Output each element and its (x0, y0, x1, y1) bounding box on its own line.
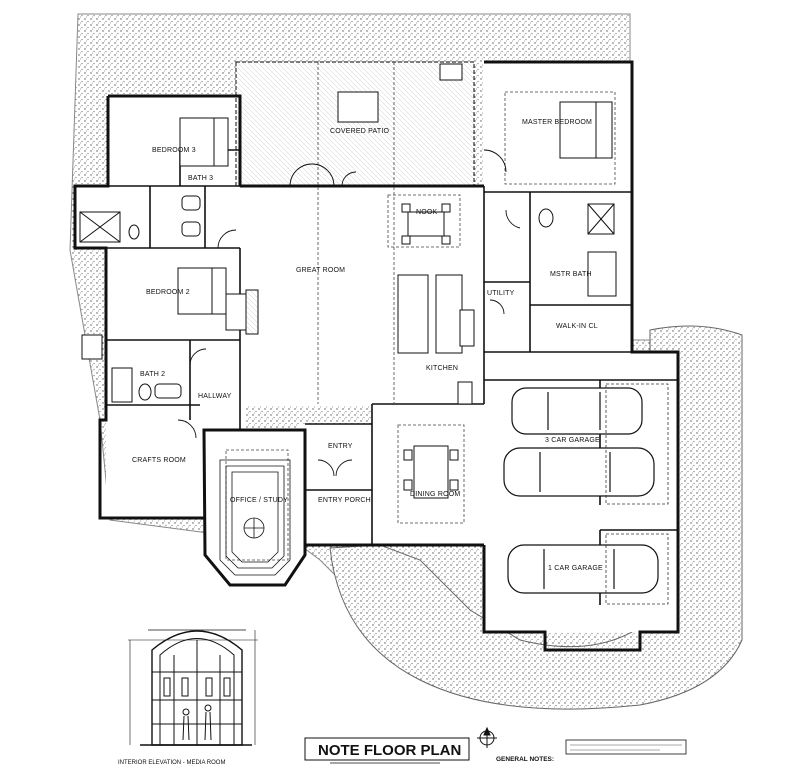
office-rug (219, 459, 291, 576)
label-crafts-room: CRAFTS ROOM (132, 457, 186, 464)
covered-patio-area (235, 61, 475, 187)
label-entry: ENTRY (328, 443, 353, 450)
cars (503, 387, 659, 594)
label-hallway: HALLWAY (198, 393, 232, 400)
label-1-car-garage: 1 CAR GARAGE (548, 565, 603, 572)
label-kitchen: KITCHEN (426, 365, 458, 372)
label-bedroom-3: BEDROOM 3 (152, 147, 196, 154)
label-3-car-garage: 3 CAR GARAGE (545, 437, 600, 444)
room-labels: BEDROOM 3 BATH 3 COVERED PATIO MASTER BE… (132, 119, 603, 572)
plan-title: NOTE FLOOR PLAN (318, 742, 461, 759)
label-great-room: GREAT ROOM (296, 267, 345, 274)
north-arrow-icon (477, 726, 497, 748)
notes-lines (570, 744, 682, 751)
garage-doors (605, 383, 669, 605)
title-block: NOTE FLOOR PLAN (304, 737, 470, 764)
label-dining-room: DINING ROOM (410, 491, 460, 498)
label-master-bedroom: MASTER BEDROOM (522, 119, 592, 126)
label-utility: UTILITY (487, 290, 515, 297)
beds (177, 101, 613, 315)
label-nook: NOOK (416, 209, 438, 216)
label-entry-porch: ENTRY PORCH (318, 497, 371, 504)
label-bath-3: BATH 3 (188, 175, 213, 182)
reference-lines (225, 62, 616, 561)
label-covered-patio: COVERED PATIO (330, 128, 389, 135)
label-bedroom-2: BEDROOM 2 (146, 289, 190, 296)
fixtures (79, 63, 617, 405)
door-swings (177, 149, 521, 477)
general-notes-heading: GENERAL NOTES: (496, 756, 554, 763)
interior-elevation (128, 629, 258, 746)
label-bath-2: BATH 2 (140, 371, 165, 378)
notes-box (565, 739, 687, 755)
tables (337, 91, 459, 499)
label-mstr-bath: MSTR BATH (550, 271, 592, 278)
elevation-caption: INTERIOR ELEVATION - MEDIA ROOM (118, 760, 225, 766)
label-office-study: OFFICE / STUDY (230, 497, 288, 504)
label-walk-in-cl: WALK-IN CL (556, 323, 598, 330)
